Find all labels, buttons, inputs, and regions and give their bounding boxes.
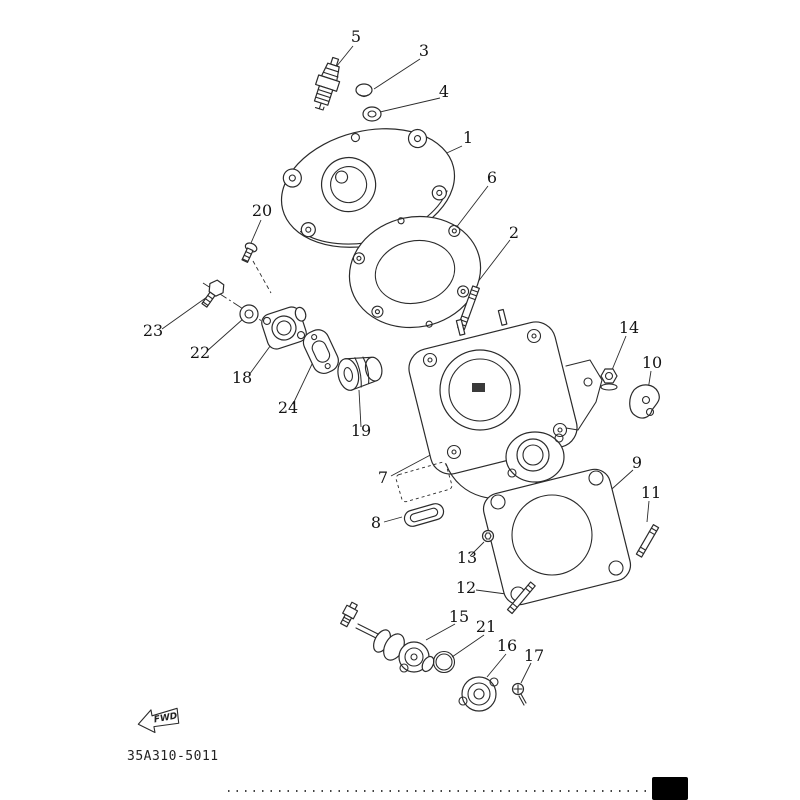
joint-fitting-drawing [261, 306, 307, 350]
power-valve-drawing [340, 601, 435, 673]
screw-drawing-20 [241, 242, 258, 263]
leader-line [250, 219, 262, 244]
washer-drawing [362, 106, 382, 122]
leader-line [486, 653, 507, 678]
leader-line [475, 589, 507, 595]
leader-line [379, 97, 441, 113]
callout-16: 16 [497, 636, 517, 655]
rubber-mount-drawing [337, 356, 383, 391]
valve-plate-drawing [395, 461, 453, 527]
bracket-drawing [629, 384, 660, 419]
callout-13: 13 [457, 548, 477, 567]
leader-line [373, 58, 421, 90]
callout-9: 9 [632, 453, 642, 472]
leader-line [161, 296, 208, 330]
leader-line [383, 516, 403, 523]
leader-line [206, 318, 244, 352]
screw-drawing-17 [511, 682, 527, 706]
callout-1: 1 [463, 128, 473, 147]
stud-drawing-12 [506, 581, 536, 615]
callout-12: 12 [456, 578, 476, 597]
callout-22: 22 [190, 343, 210, 362]
leader-line [292, 361, 314, 405]
plug-bolt-drawing [481, 529, 495, 543]
callout-2: 2 [509, 223, 519, 242]
fwd-arrow: FWD [137, 707, 180, 734]
assembly-axis-dashdot [202, 282, 269, 326]
seal-washer-drawing [239, 304, 259, 324]
callout-15: 15 [449, 607, 469, 626]
callout-4: 4 [439, 82, 449, 101]
base-gasket-drawing [482, 468, 632, 606]
head-gasket-drawing [348, 215, 482, 329]
callout-14: 14 [619, 318, 639, 337]
part-code: 35A310-5011 [127, 749, 219, 764]
leader-line [469, 541, 485, 557]
leader-line [520, 662, 532, 684]
o-ring-drawing [432, 650, 456, 674]
spark-plug-drawing [313, 56, 341, 111]
leader-line [611, 335, 627, 371]
callout-19: 19 [351, 421, 371, 440]
callout-6: 6 [487, 168, 497, 187]
callout-11: 11 [641, 483, 661, 502]
fwd-label: FWD [153, 711, 178, 725]
nut-drawing [600, 368, 618, 391]
assembly-axis-dashed [252, 260, 272, 294]
leader-lines [161, 45, 652, 684]
leader-line [451, 634, 485, 658]
corner-marker [652, 777, 688, 800]
leader-line [425, 623, 456, 641]
callout-labels: 5 3 4 1 6 2 20 23 22 18 24 19 7 14 10 9 … [143, 27, 662, 665]
callout-21: 21 [476, 617, 496, 636]
leader-line [390, 451, 437, 477]
callout-3: 3 [419, 41, 429, 60]
cap-nut-drawing [355, 83, 373, 98]
callout-17: 17 [524, 646, 544, 665]
callout-20: 20 [252, 201, 272, 220]
callout-10: 10 [642, 353, 662, 372]
leader-line [358, 389, 362, 428]
callout-18: 18 [232, 368, 252, 387]
callout-7: 7 [378, 468, 388, 487]
cylinder-drawing [408, 308, 603, 499]
gasket-plate-drawing [302, 329, 339, 374]
callout-8: 8 [371, 513, 381, 532]
bolt-drawing-23 [201, 279, 225, 308]
leader-line [646, 500, 650, 523]
callout-5: 5 [351, 27, 361, 46]
stud-drawing-11 [635, 524, 660, 558]
callout-23: 23 [143, 321, 163, 340]
callout-24: 24 [278, 398, 298, 417]
valve-cover-drawing [458, 676, 499, 712]
